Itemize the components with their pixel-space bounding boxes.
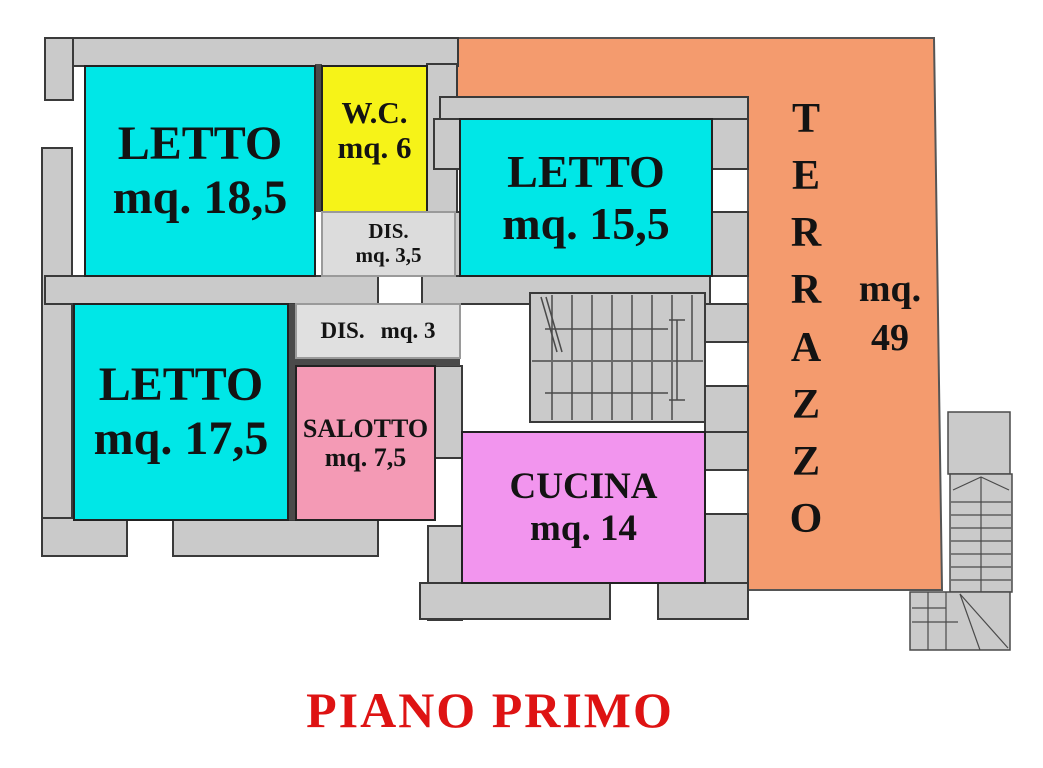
room-letto-15-5 (459, 118, 713, 277)
room-letto-18-5 (84, 65, 316, 277)
room-cucina (461, 431, 706, 584)
wall-segment (657, 582, 749, 620)
wall-segment (433, 118, 461, 170)
rooms-layer (73, 65, 713, 584)
wall-partition (315, 64, 322, 212)
wall-segment (704, 385, 749, 433)
wall-partition (296, 358, 460, 366)
room-salotto (295, 365, 436, 521)
wall-segment (711, 118, 749, 170)
wall-segment (419, 582, 611, 620)
wall-segment (44, 37, 459, 67)
wall-segment (704, 303, 749, 343)
wall-segment (41, 517, 128, 557)
stairwell-block (529, 292, 706, 423)
wall-segment (44, 37, 74, 101)
staircase-external (909, 411, 1013, 651)
stair-steps (912, 476, 1011, 651)
wall-segment (704, 431, 749, 471)
room-letto-17-5 (73, 303, 289, 521)
wall-segment (704, 513, 749, 593)
room-dis-3 (295, 303, 461, 359)
room-dis-3-5 (321, 211, 456, 277)
stair-steps (532, 295, 703, 420)
staircase-internal (529, 292, 706, 423)
stair-turn (909, 591, 1011, 651)
wall-segment (439, 96, 749, 120)
wall-segment (44, 275, 379, 305)
wall-partition (288, 304, 296, 520)
stair-landing (947, 411, 1011, 475)
wall-segment (41, 147, 73, 557)
wall-segment (711, 211, 749, 277)
room-wc (321, 65, 428, 213)
wall-segment (172, 519, 379, 557)
